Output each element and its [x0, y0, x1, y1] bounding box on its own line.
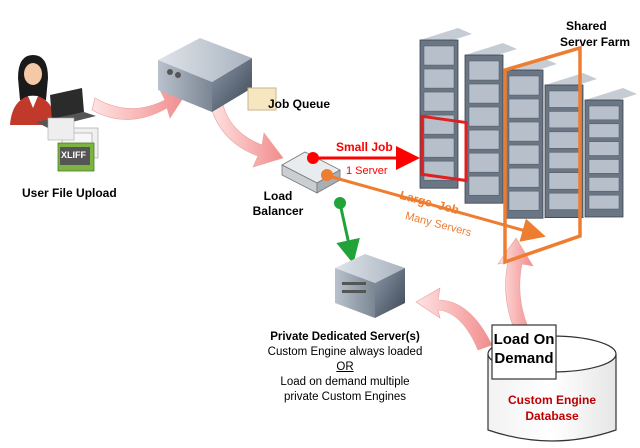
- rack-unit: [508, 121, 540, 142]
- rack-unit: [508, 167, 540, 188]
- rack-unit: [548, 192, 580, 210]
- large-job-node: [321, 169, 333, 181]
- private-server-or: OR: [336, 361, 354, 373]
- rack-unit: [468, 152, 500, 173]
- rack-unit: [588, 105, 620, 121]
- job-queue-server-icon: [158, 38, 277, 112]
- private-job-node: [334, 197, 346, 209]
- private-server-description: Private Dedicated Server(s) Custom Engin…: [240, 330, 450, 405]
- load-balancer-label: Load Balancer: [250, 189, 306, 219]
- rack-unit: [588, 141, 620, 156]
- db-to-farm-arrow: [497, 237, 534, 339]
- rack-unit: [423, 68, 455, 89]
- rack-unit: [508, 144, 540, 165]
- rack-unit: [468, 175, 500, 196]
- small-job-title: Small Job: [336, 140, 393, 154]
- rack-unit: [468, 60, 500, 81]
- rack-unit: [468, 83, 500, 104]
- rack-unit: [588, 159, 620, 174]
- large-job-highlight: [503, 45, 582, 265]
- load-on-demand-callout: [491, 324, 557, 380]
- private-server-icon: [335, 254, 405, 318]
- server-farm-label-line2: Server Farm: [560, 35, 631, 49]
- server-farm-label: Shared Server Farm: [560, 18, 630, 50]
- xliff-file-icon: [47, 117, 99, 172]
- rack-unit: [548, 172, 580, 190]
- db-to-private-arrow: [415, 287, 493, 351]
- rack-unit: [468, 129, 500, 150]
- rack-unit: [548, 131, 580, 149]
- rack-unit: [548, 90, 580, 108]
- job-queue-label: Job Queue: [268, 97, 331, 111]
- load-on-demand-line2: Demand: [494, 350, 554, 367]
- queue-to-balancer-arrow: [209, 99, 284, 168]
- small-job-highlight: [420, 114, 468, 183]
- load-on-demand-line1: Load On: [493, 331, 555, 348]
- rack-unit: [423, 137, 455, 158]
- rack-unit: [588, 123, 620, 138]
- rack-unit: [508, 75, 540, 96]
- load-balancer-label-line2: Balancer: [252, 204, 304, 218]
- database-label-line1: Custom Engine: [507, 393, 596, 407]
- private-server-line3: Load on demand multiple: [280, 376, 410, 388]
- rack-unit: [508, 98, 540, 119]
- database-label: Custom Engine Database: [500, 392, 604, 424]
- server-farm-racks: [419, 28, 637, 219]
- load-balancer-label-line1: Load: [263, 189, 293, 203]
- load-on-demand-label: Load On Demand: [492, 330, 556, 368]
- private-server-title: Private Dedicated Server(s): [270, 331, 420, 343]
- database-label-line2: Database: [525, 409, 579, 423]
- rack-unit: [588, 194, 620, 210]
- rack-unit: [508, 190, 540, 211]
- rack-unit: [548, 111, 580, 129]
- user-file-upload-label: User File Upload: [22, 186, 117, 200]
- xliff-badge: XLIFF: [61, 150, 86, 160]
- rack-unit: [588, 177, 620, 192]
- rack-unit: [468, 106, 500, 127]
- private-server-line1: Custom Engine always loaded: [267, 346, 423, 358]
- small-job-node: [307, 152, 319, 164]
- small-job-subtitle: 1 Server: [346, 165, 388, 177]
- server-farm-label-line1: Shared: [566, 19, 607, 33]
- upload-to-queue-arrow: [91, 89, 186, 120]
- user-avatar-icon: [10, 55, 56, 125]
- rack-unit: [423, 45, 455, 66]
- private-job-arrow: [336, 207, 360, 264]
- rack-unit: [423, 91, 455, 112]
- private-server-line4: private Custom Engines: [283, 391, 407, 403]
- rack-unit: [548, 152, 580, 169]
